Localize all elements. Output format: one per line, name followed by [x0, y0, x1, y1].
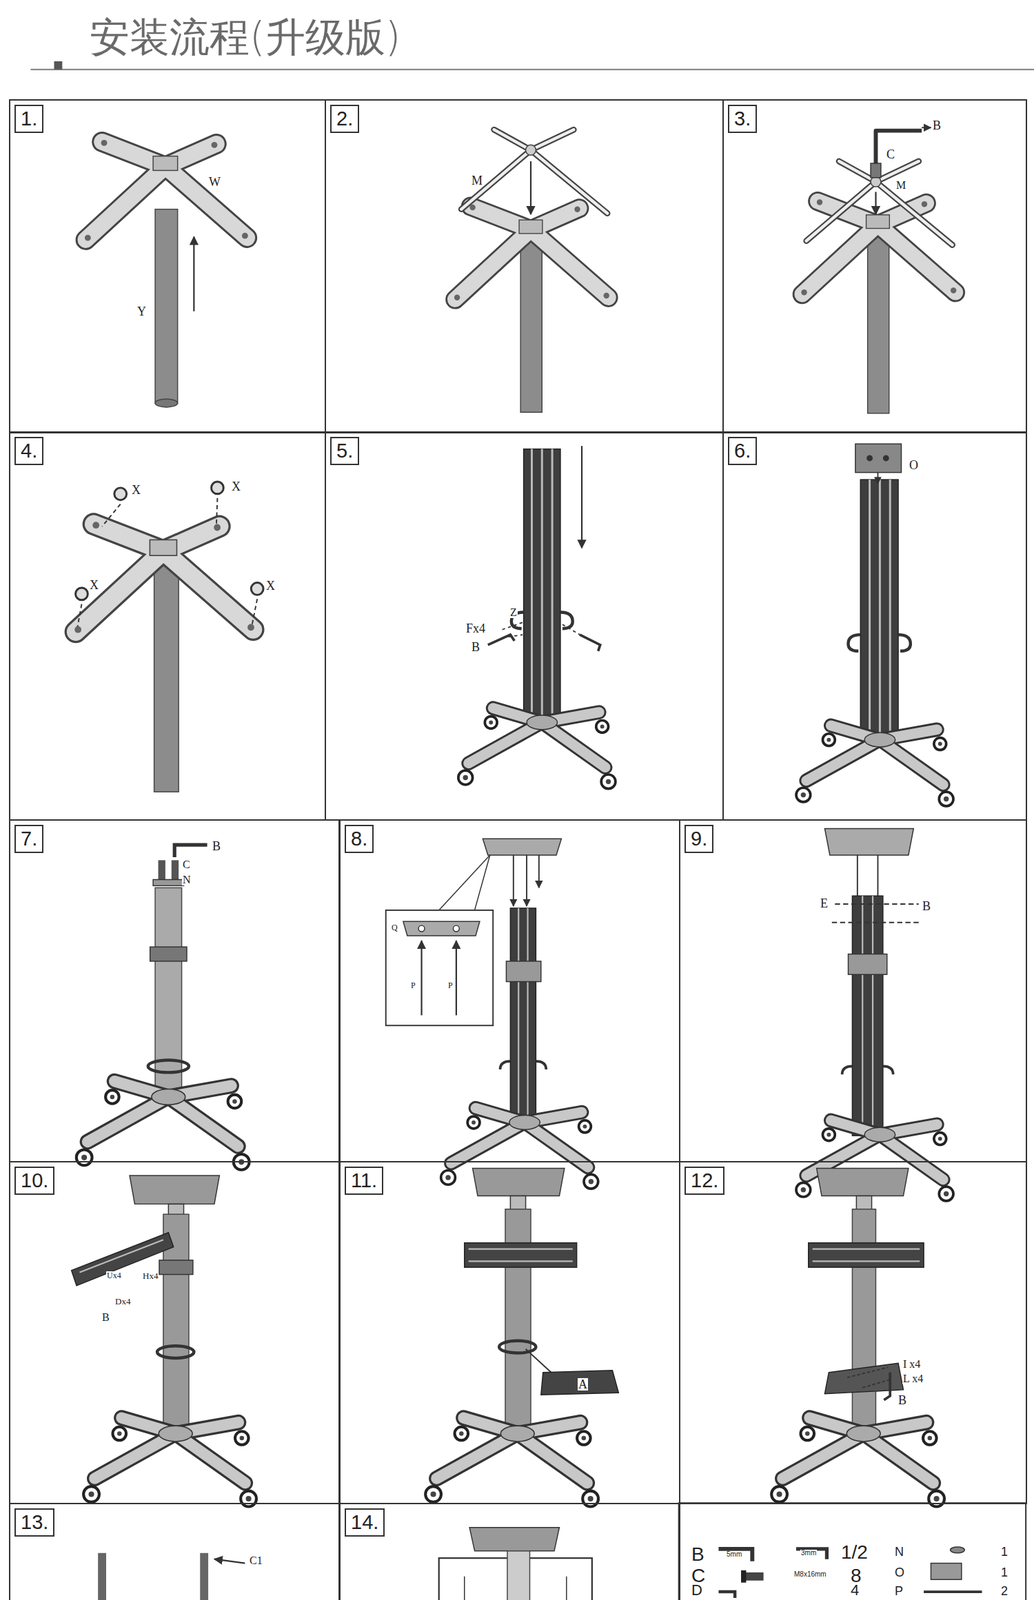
part-label: X [130, 483, 142, 497]
part-label: P [410, 981, 417, 990]
step-panel: 13. [8, 1503, 340, 1600]
part-label: 5mm [725, 1551, 743, 1559]
step-number: 14. [344, 1508, 385, 1538]
part-label: 2 [1000, 1585, 1009, 1598]
part-label: C [181, 859, 191, 871]
part-label: B [931, 119, 942, 132]
step-panel: 7. [8, 819, 340, 1163]
part-label: B [690, 1545, 706, 1565]
part-label: N [894, 1546, 905, 1559]
step-panel: 10. [8, 1161, 340, 1505]
part-label: X [230, 480, 242, 493]
step-number: 8. [344, 825, 374, 854]
part-label: M [895, 179, 907, 191]
part-label: Y [136, 305, 147, 318]
part-label: N [181, 874, 192, 886]
part-label: B [211, 840, 222, 853]
step-panel: 8. [339, 819, 681, 1163]
step-panel: 5. [324, 431, 724, 821]
step-number: 12. [684, 1167, 725, 1196]
step-panel: 6. [722, 431, 1028, 821]
step-number: 9. [684, 825, 714, 854]
step-panel: 3. [722, 99, 1028, 434]
part-label: Hx4 [142, 1271, 159, 1281]
part-label: A [577, 1378, 589, 1392]
part-label: Ux4 [106, 1271, 123, 1281]
step-number: 5. [330, 437, 360, 466]
step-panel: 9. [678, 819, 1028, 1163]
page-title: 安装流程(升级版) [89, 13, 401, 63]
part-label: Q [390, 923, 399, 932]
step-panel: 14. [339, 1503, 681, 1600]
step-panel: 4. [8, 431, 327, 821]
part-label: D [690, 1583, 704, 1599]
step-number: 11. [344, 1167, 384, 1196]
part-label: X [265, 579, 276, 593]
part-label: O [908, 459, 919, 472]
step-number: 2. [330, 104, 360, 134]
step-panel: 12. [678, 1161, 1028, 1505]
part-label: Z [509, 607, 518, 619]
part-label: C1 [248, 1555, 264, 1567]
part-label: 1 [1000, 1546, 1009, 1559]
step-number: 10. [14, 1167, 55, 1196]
part-label: E [819, 897, 829, 910]
part-label: B [921, 900, 932, 913]
part-label: 4 [849, 1583, 860, 1599]
step-panel: 11. [339, 1161, 681, 1505]
step-number: 1. [14, 104, 44, 134]
part-label: C [885, 148, 896, 161]
step-panel: 1. [8, 99, 327, 434]
part-label: Dx4 [114, 1297, 131, 1307]
part-label: 3mm [800, 1550, 817, 1558]
step-number: 13. [14, 1508, 55, 1538]
step-number: 7. [14, 825, 44, 854]
part-label: 1/2 [840, 1543, 869, 1563]
step-panel: 2. [324, 99, 724, 434]
part-label: O [894, 1566, 906, 1580]
part-label: M [470, 174, 484, 187]
step-number: 3. [727, 104, 757, 134]
part-label: P [447, 981, 454, 990]
part-label: P [894, 1585, 904, 1598]
part-label: I x4 [902, 1359, 921, 1371]
step-number: 4. [14, 437, 44, 466]
part-label: X [88, 579, 100, 592]
part-label: B [101, 1312, 111, 1324]
part-label: B [897, 1394, 908, 1407]
part-label: W [208, 175, 222, 189]
part-label: 1 [1000, 1566, 1009, 1580]
part-label: B [470, 641, 481, 654]
part-label: Fx4 [465, 622, 486, 635]
part-label: M8x16mm [793, 1571, 828, 1579]
part-label: L x4 [902, 1373, 924, 1385]
step-number: 6. [727, 437, 757, 466]
